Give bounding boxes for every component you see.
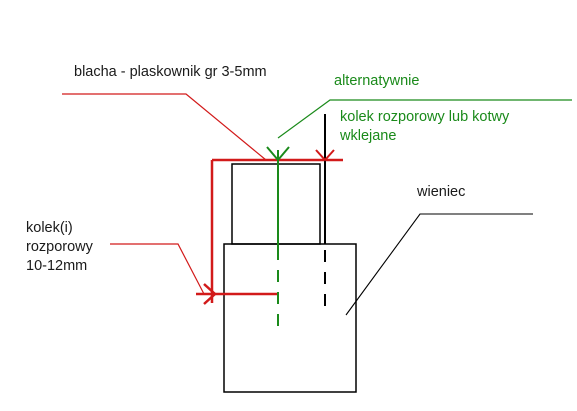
leader-wieniec <box>345 213 533 316</box>
beam-block <box>231 163 321 245</box>
leader-kolek-left <box>110 243 205 295</box>
wall-block <box>223 243 357 393</box>
green-anchor-arrowhead <box>266 146 290 162</box>
label-kolek-kotwy-line1: kolek rozporowy lub kotwy <box>340 109 510 125</box>
label-kolek-left-line3: 10-12mm <box>26 258 88 274</box>
black-anchor-arrowhead <box>315 149 335 162</box>
leader-alternatywnie <box>277 99 572 139</box>
label-kolek-left-line1: kolek(i) <box>26 220 73 236</box>
red-anchor-arrowhead <box>203 283 217 305</box>
label-blacha: blacha - plaskownik gr 3-5mm <box>74 64 267 80</box>
label-wieniec: wieniec <box>417 184 466 200</box>
label-kolek-kotwy-line2: wklejane <box>340 128 397 144</box>
label-kolek-left-line2: rozporowy <box>26 239 93 255</box>
leader-blacha <box>62 93 267 161</box>
label-alternatywnie: alternatywnie <box>334 73 420 89</box>
